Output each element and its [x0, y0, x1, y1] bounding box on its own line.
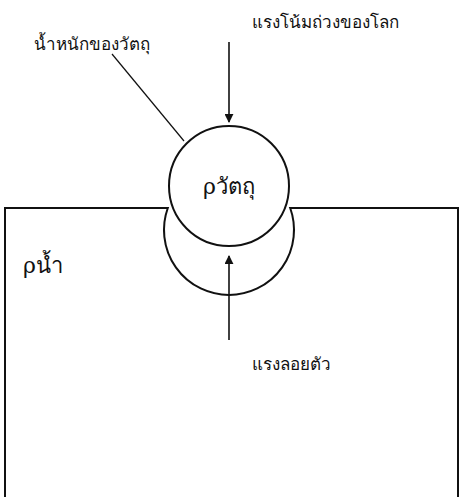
density-symbol: ρน้ำ [23, 248, 63, 283]
part-label: น้ำหนักของวัตถุ [34, 30, 150, 57]
tank-wall [5, 208, 458, 497]
force-label: แรงลอยตัว [252, 350, 331, 377]
floating-object: ρวัตถุ [168, 125, 290, 247]
water-tank: ρน้ำ [5, 208, 458, 497]
leader-line [112, 54, 184, 141]
force-label: แรงโน้มถ่วงของโลก [252, 8, 399, 35]
density-symbol: ρวัตถุ [203, 169, 255, 204]
tank-outline [5, 208, 458, 497]
gravity-arrow [228, 42, 230, 122]
object-circle [169, 126, 289, 246]
buoyancy-arrow [228, 256, 230, 340]
